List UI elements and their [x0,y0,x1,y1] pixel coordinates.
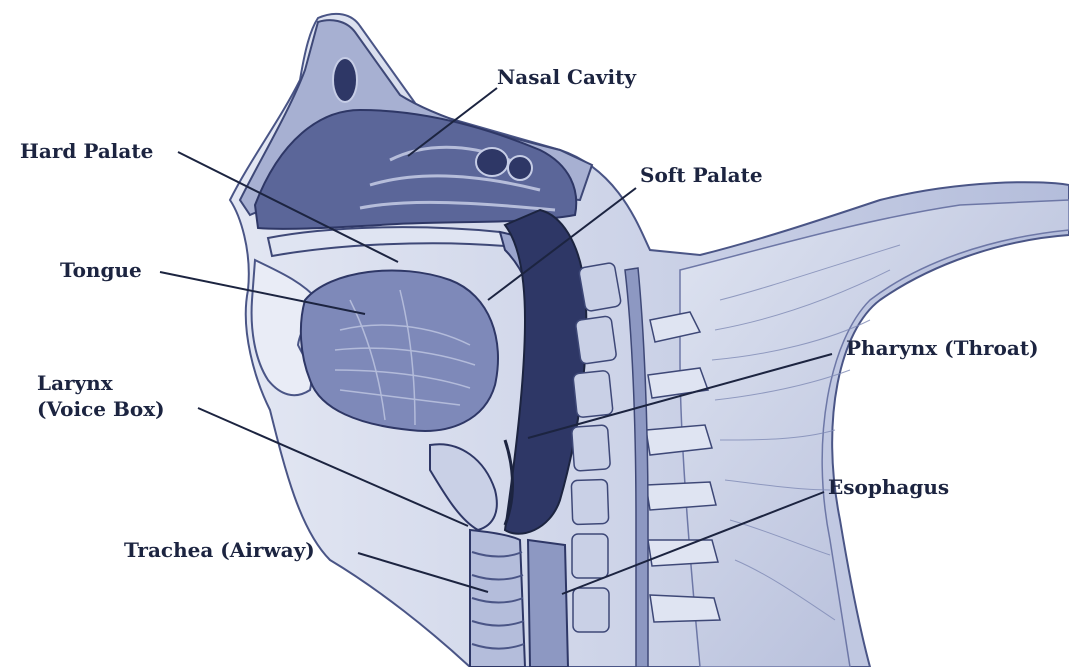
tongue [301,270,498,430]
label-nasal-cavity-text: Nasal Cavity [497,64,636,90]
label-hard-palate-text: Hard Palate [20,138,153,164]
label-esophagus-text: Esophagus [828,474,949,500]
label-trachea: Trachea (Airway) [124,537,315,563]
label-pharynx-text: Pharynx (Throat) [846,335,1039,361]
label-tongue-text: Tongue [60,257,142,283]
label-trachea-text: Trachea (Airway) [124,537,315,563]
esophagus [528,540,568,667]
label-larynx-line1: Larynx [37,370,165,396]
label-larynx: Larynx (Voice Box) [37,370,165,422]
label-hard-palate: Hard Palate [20,138,153,164]
label-pharynx: Pharynx (Throat) [846,335,1039,361]
label-esophagus: Esophagus [828,474,949,500]
label-tongue: Tongue [60,257,142,283]
neck-muscle [680,200,1069,667]
label-larynx-line2: (Voice Box) [37,396,165,422]
label-nasal-cavity: Nasal Cavity [497,64,636,90]
label-soft-palate: Soft Palate [640,162,763,188]
label-soft-palate-text: Soft Palate [640,162,763,188]
